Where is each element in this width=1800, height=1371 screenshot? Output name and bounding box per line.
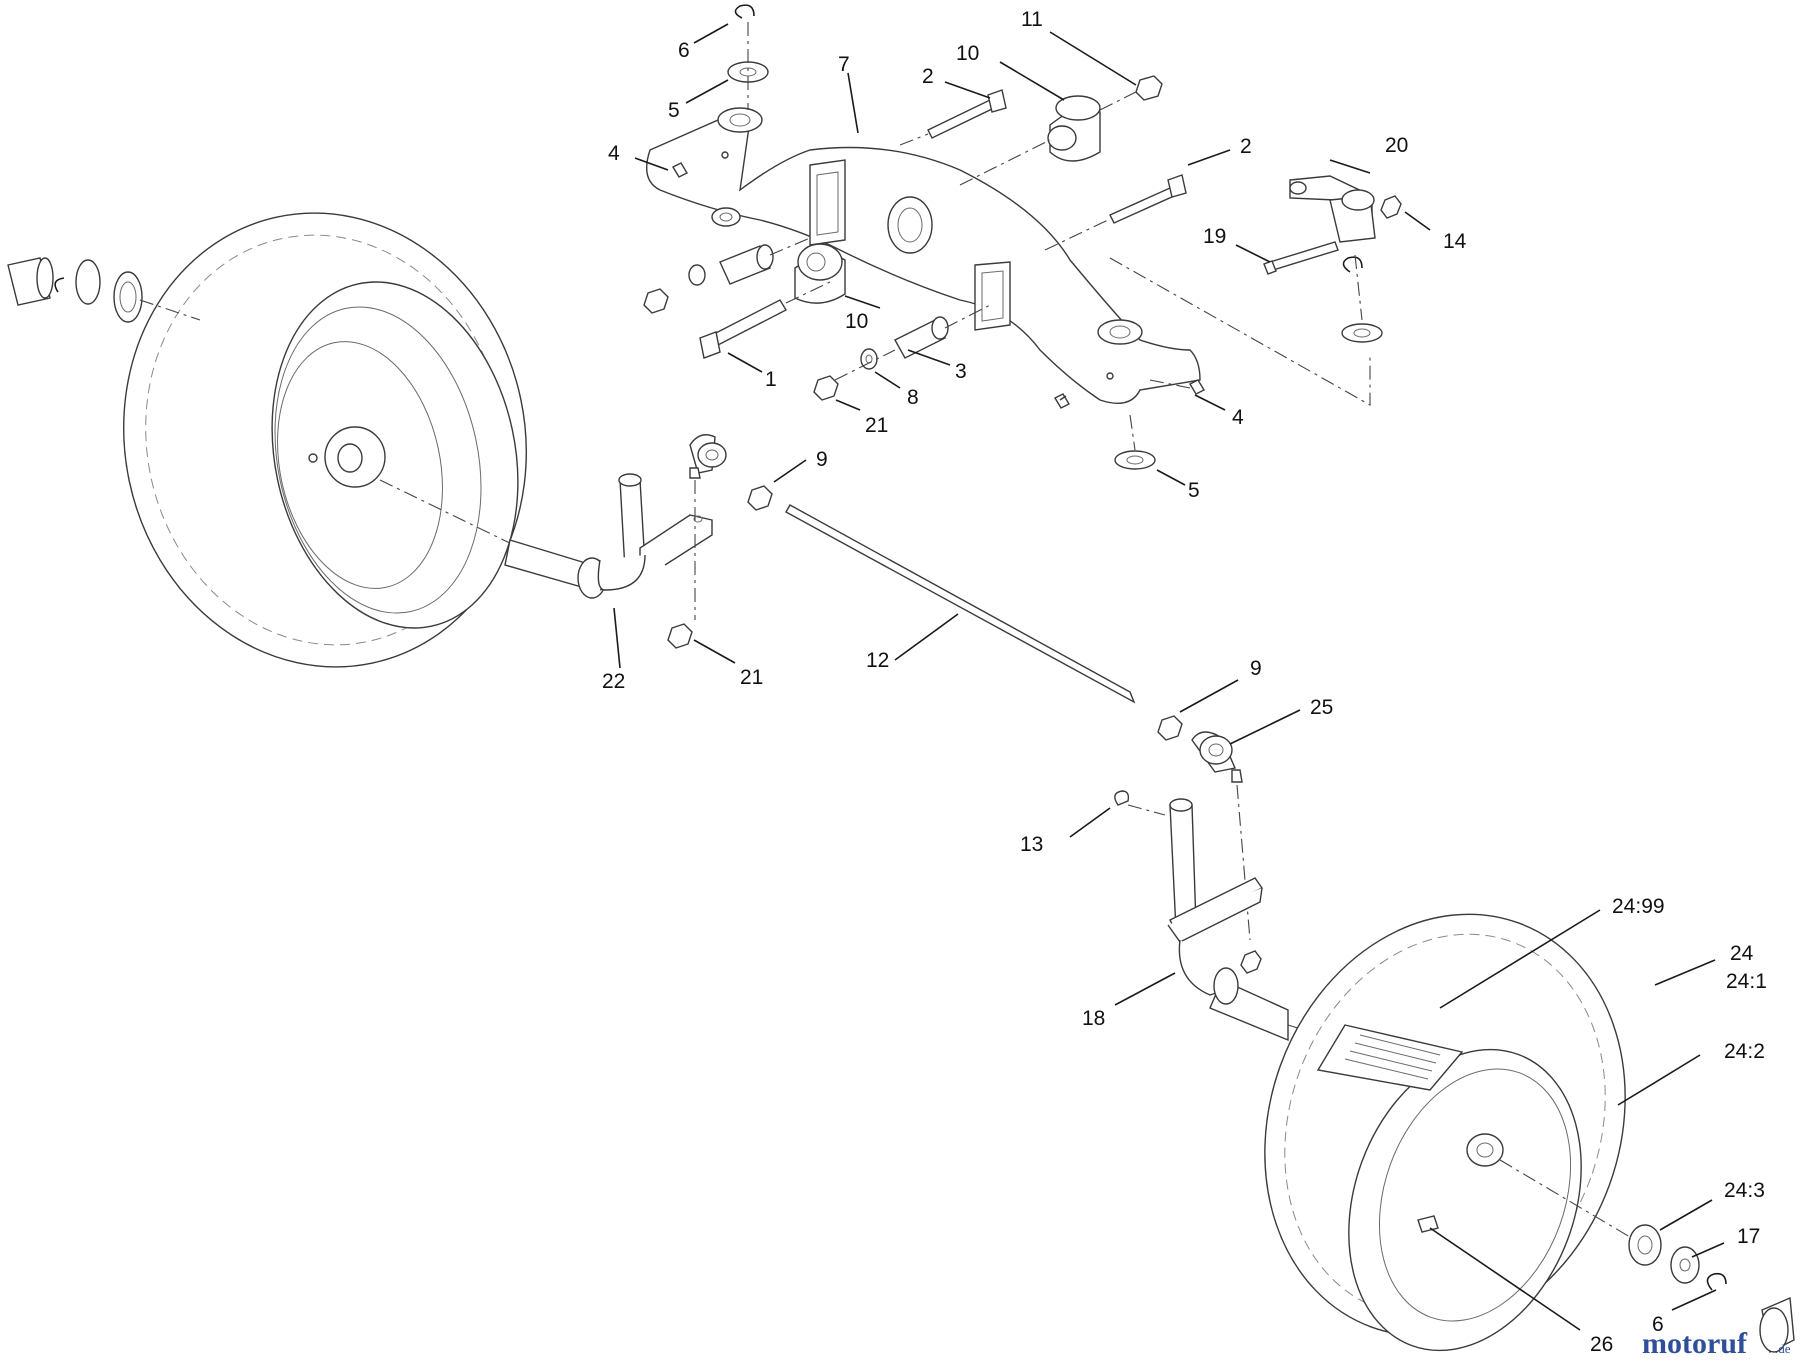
right-tire	[1264, 913, 1636, 1352]
callout-labels: 6 5 7 2 10 11 4 2 20 19 14 10 1 3 8 21 4…	[602, 8, 1767, 1356]
callout-21-lower: 21	[740, 666, 763, 689]
watermark-logo: motoruf .de	[1642, 1327, 1791, 1360]
callout-2-upper: 2	[922, 65, 934, 88]
callout-18: 18	[1082, 1007, 1105, 1030]
callout-6-lower: 6	[1652, 1313, 1664, 1336]
right-spindle	[1114, 790, 1321, 1042]
left-hub-parts	[7, 257, 201, 323]
callout-24-3: 24:3	[1724, 1179, 1765, 1202]
callout-24-99: 24:99	[1612, 895, 1665, 918]
callout-8: 8	[907, 386, 919, 409]
callout-17: 17	[1737, 1225, 1760, 1248]
beam-hardware-top	[672, 4, 1187, 251]
callout-19: 19	[1203, 225, 1226, 248]
axle-beam	[646, 107, 1201, 404]
callout-25: 25	[1310, 696, 1333, 719]
callout-11: 11	[1021, 8, 1043, 31]
callout-10-lower: 10	[845, 310, 868, 333]
svg-text:motoruf: motoruf	[1642, 1327, 1748, 1360]
callout-2-right: 2	[1240, 135, 1252, 158]
left-spindle	[379, 473, 713, 599]
callout-14: 14	[1443, 230, 1467, 253]
callout-1: 1	[765, 368, 777, 391]
callout-13: 13	[1020, 833, 1043, 856]
callout-6-top: 6	[678, 39, 690, 62]
callout-4-left: 4	[608, 142, 620, 165]
callout-4-right: 4	[1232, 406, 1244, 429]
tie-rod	[667, 434, 1251, 941]
callout-26: 26	[1590, 1333, 1613, 1356]
callout-5-lower: 5	[1188, 479, 1200, 502]
callout-22: 22	[602, 670, 625, 693]
steering-arm	[1109, 175, 1402, 406]
beam-hardware-right	[1054, 379, 1205, 470]
callout-5-top: 5	[668, 99, 680, 122]
leader-lines	[613, 23, 1725, 1331]
callout-12: 12	[866, 649, 889, 672]
right-hub-parts	[1628, 1224, 1795, 1354]
callout-20: 20	[1385, 134, 1408, 157]
callout-9-upper: 9	[816, 448, 828, 471]
callout-21-upper: 21	[865, 414, 888, 437]
beam-hardware-lower	[643, 237, 991, 401]
svg-text:.de: .de	[1775, 1341, 1791, 1356]
callout-7: 7	[838, 53, 850, 76]
callout-9-lower: 9	[1250, 657, 1262, 680]
callout-10-upper: 10	[956, 42, 979, 65]
callout-24: 24	[1730, 942, 1754, 965]
callout-3: 3	[955, 360, 967, 383]
callout-24-1: 24:1	[1726, 970, 1767, 993]
left-tire	[123, 212, 527, 668]
callout-24-2: 24:2	[1724, 1040, 1765, 1063]
